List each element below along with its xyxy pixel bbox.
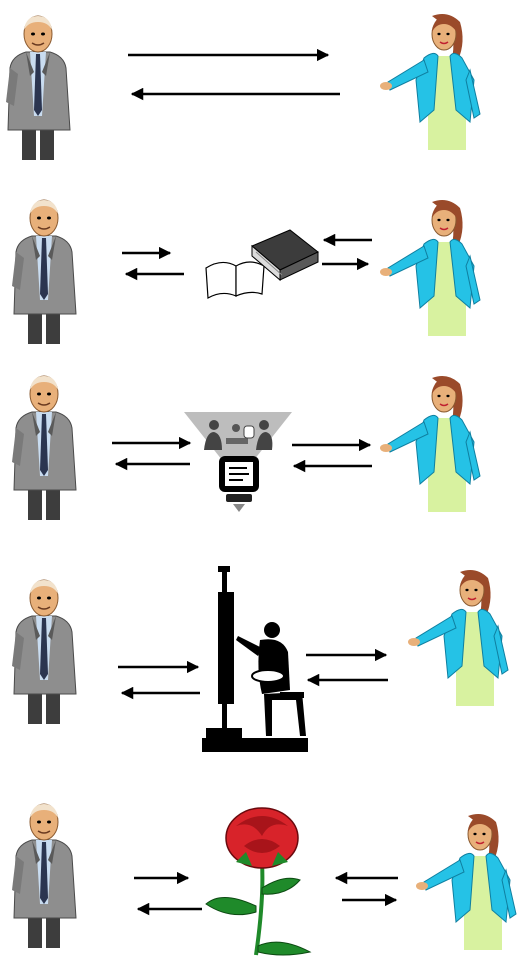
woman-figure bbox=[380, 376, 480, 512]
painter-easel-icon bbox=[202, 566, 308, 752]
woman-figure bbox=[380, 200, 480, 336]
row-1 bbox=[6, 14, 480, 160]
man-figure bbox=[6, 16, 70, 160]
row-4 bbox=[12, 566, 508, 752]
row-2 bbox=[12, 200, 480, 344]
row-3 bbox=[12, 376, 480, 520]
woman-figure bbox=[416, 814, 516, 950]
man-figure bbox=[12, 804, 76, 948]
computer-meeting-icon bbox=[184, 412, 292, 512]
rose-icon bbox=[206, 808, 310, 955]
man-figure bbox=[12, 200, 76, 344]
woman-figure bbox=[408, 570, 508, 706]
man-figure bbox=[12, 376, 76, 520]
man-figure bbox=[12, 580, 76, 724]
woman-figure bbox=[380, 14, 480, 150]
books-icon bbox=[206, 230, 318, 298]
row-5 bbox=[12, 804, 516, 955]
